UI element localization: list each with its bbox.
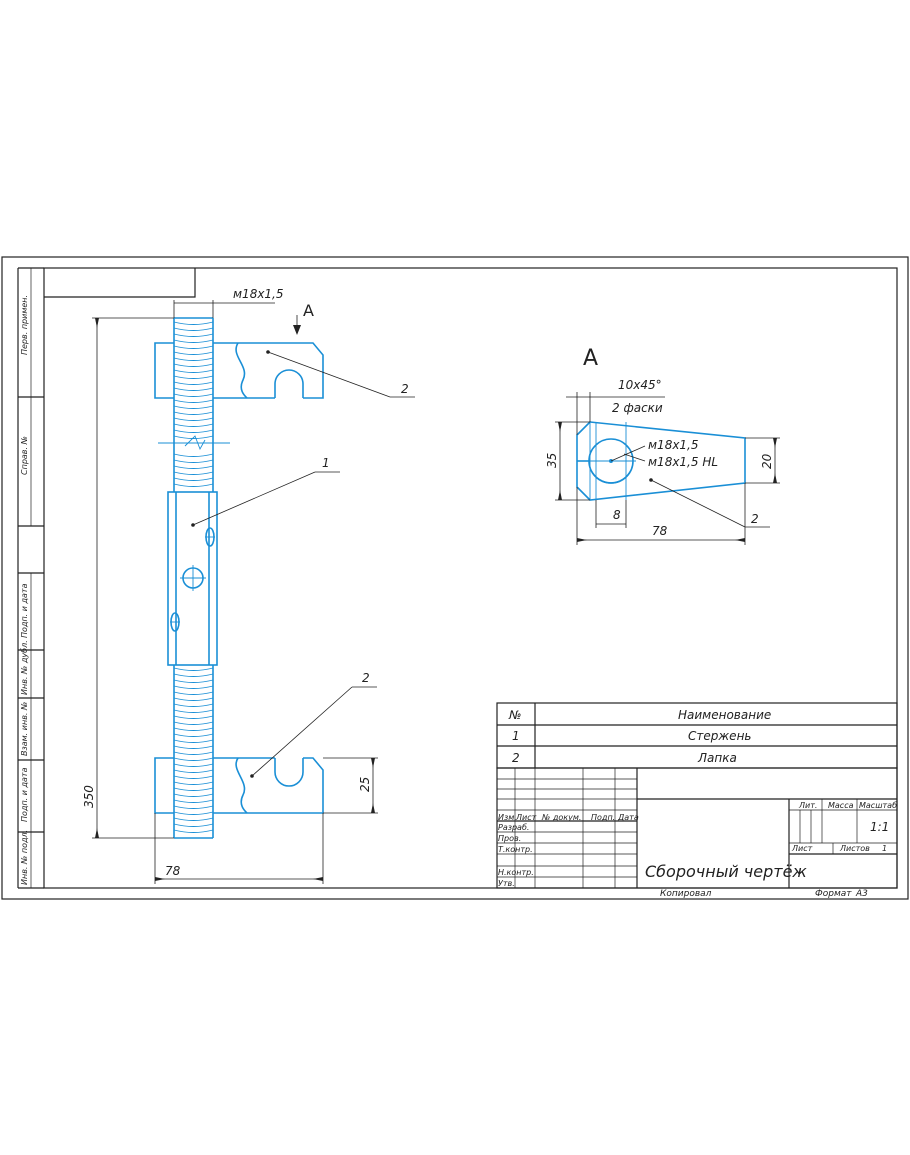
upper-clamp-foot — [154, 342, 324, 399]
dim-20-label: 20 — [760, 453, 774, 469]
chamfer-label: 10х45° — [618, 378, 662, 392]
margin-label-perv-primen: Перв. примен. — [20, 295, 29, 355]
detail-leader-2: 2 — [649, 478, 770, 528]
col-izm: Изм. — [498, 813, 517, 822]
role-tkontr: Т.контр. — [498, 845, 533, 854]
role-razrab: Разраб. — [498, 823, 529, 832]
spec-header-num: № — [508, 708, 521, 722]
margin-label-sprav: Справ. № — [20, 436, 29, 475]
sheets-value: 1 — [882, 844, 887, 853]
dim-78-label: 78 — [165, 864, 181, 878]
dimension-length-350: 350 — [82, 317, 174, 839]
dim-8-label: 8 — [613, 508, 621, 522]
scale-label: Масштаб — [859, 801, 897, 810]
dim-8: 8 — [595, 500, 627, 528]
dim-25-label: 25 — [358, 777, 372, 792]
scale-value: 1:1 — [870, 820, 889, 834]
upper-threaded-rod — [173, 317, 214, 492]
sheet-frame — [1, 256, 909, 900]
leader-part-2-lower: 2 — [250, 671, 377, 778]
margin-label-inv-podl: Инв. № подл. — [20, 830, 29, 885]
dimension-thread: м18х1,5 — [173, 287, 284, 318]
margin-label-vzam-inv: Взам. инв. № — [20, 702, 29, 756]
col-list: Лист — [515, 813, 537, 822]
detail-view-a: A 10х45° 2 фаски м18х1,5 м18х1,5 HL — [545, 346, 780, 545]
detail-view-label: A — [583, 346, 598, 371]
chamfer-count-label: 2 фаски — [612, 401, 663, 415]
spec-row-2-num: 2 — [512, 751, 520, 765]
dim-78-detail-label: 78 — [652, 524, 668, 538]
spec-row-2-name: Лапка — [697, 751, 737, 765]
spec-header-name: Наименование — [678, 708, 771, 722]
margin-labels: Перв. примен. Справ. № Подп. и дата Инв.… — [20, 295, 29, 885]
format-value: А3 — [855, 889, 868, 899]
dim-78-detail: 78 — [576, 483, 746, 545]
dim-350-label: 350 — [82, 785, 96, 808]
sheets-label: Листов — [839, 844, 870, 853]
margin-label-podp-data-1: Подп. и дата — [20, 583, 29, 638]
copied-label: Копировал — [660, 889, 712, 899]
role-nkontr: Н.контр. — [498, 868, 534, 877]
format-label: Формат — [815, 889, 852, 899]
thread-1-label: м18х1,5 — [648, 438, 699, 452]
dim-35: 35 — [545, 421, 590, 501]
view-arrow: A — [293, 301, 314, 335]
col-data: Дата — [617, 813, 639, 822]
leader-1-label: 1 — [322, 456, 330, 470]
margin-label-podp-data-2: Подп. и дата — [20, 767, 29, 822]
role-utv: Утв. — [498, 879, 515, 888]
lower-threaded-rod — [173, 665, 214, 839]
break-mark — [158, 435, 230, 451]
mass-label: Масса — [828, 801, 854, 810]
lit-label: Лит. — [798, 801, 817, 810]
spec-row-1-name: Стержень — [688, 729, 751, 743]
leader-part-2-upper: 2 — [266, 350, 415, 398]
spec-row-1-num: 1 — [512, 729, 520, 743]
dim-35-label: 35 — [545, 453, 559, 468]
detail-leader-2-label: 2 — [751, 512, 759, 526]
specification-table: № Наименование 1 Стержень 2 Лапка — [496, 702, 898, 769]
thread-2-label: м18х1,5 HL — [648, 455, 718, 469]
col-doc: № докум. — [541, 813, 581, 822]
margin-label-inv-dubl: Инв. № дубл. — [20, 640, 29, 695]
col-podp: Подп. — [591, 813, 615, 822]
title-block: Изм. Лист № докум. Подп. Дата Разраб. Пр… — [496, 767, 898, 899]
dim-20: 20 — [745, 437, 780, 484]
sheet-label: Лист — [791, 844, 813, 853]
dim-chamfer: 10х45° 2 фаски — [566, 378, 665, 435]
leader-2b-label: 2 — [362, 671, 370, 685]
drawing-title: Сборочный чертёж — [645, 862, 807, 881]
lower-clamp-foot — [154, 757, 324, 814]
leader-part-1: 1 — [191, 456, 340, 527]
dimension-height-25: 25 — [323, 757, 378, 814]
dimension-width-78: 78 — [154, 813, 324, 884]
view-arrow-label: A — [303, 301, 314, 320]
role-prov: Пров. — [498, 834, 521, 843]
assembly-view: м18х1,5 A 350 78 — [82, 287, 415, 884]
rod-body-part-1 — [167, 491, 218, 666]
dim-thread-detail: м18х1,5 м18х1,5 HL — [610, 438, 718, 469]
leader-2a-label: 2 — [401, 382, 409, 396]
dim-thread-label: м18х1,5 — [233, 287, 284, 301]
